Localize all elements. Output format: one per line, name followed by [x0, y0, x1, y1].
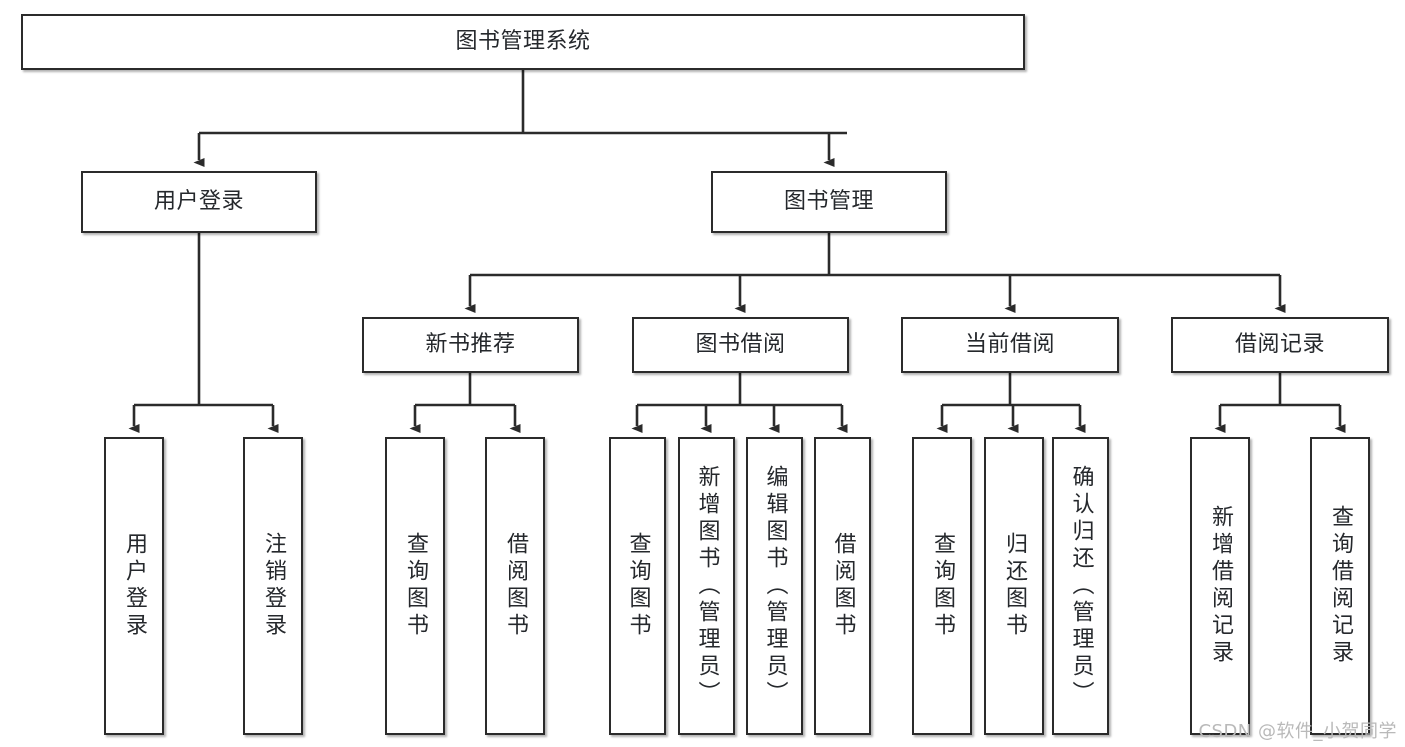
leaf-return-book-label: 归还图书	[1002, 532, 1027, 640]
node-book-borrow[interactable]: 图书借阅	[632, 317, 849, 373]
node-new-book-rec[interactable]: 新书推荐	[362, 317, 579, 373]
node-root-system[interactable]: 图书管理系统	[21, 14, 1025, 70]
leaf-edit-book-admin[interactable]: 编辑图书（管理员）	[746, 437, 803, 735]
node-current-borrow-label: 当前借阅	[964, 331, 1055, 357]
node-user-login-label: 用户登录	[153, 188, 244, 214]
leaf-add-borrow-record-label: 新增借阅记录	[1208, 505, 1233, 667]
leaf-edit-book-admin-label: 编辑图书（管理员）	[762, 464, 788, 708]
leaf-query-borrow-record-label: 查询借阅记录	[1328, 505, 1353, 667]
leaf-borrow-book-1[interactable]: 借阅图书	[485, 437, 545, 735]
node-borrow-record[interactable]: 借阅记录	[1171, 317, 1389, 373]
leaf-query-book-3[interactable]: 查询图书	[912, 437, 972, 735]
edge-book-manage-to-level3	[464, 233, 1286, 313]
leaf-query-book-2[interactable]: 查询图书	[609, 437, 666, 735]
node-borrow-record-label: 借阅记录	[1234, 331, 1325, 357]
leaf-borrow-book-1-label: 借阅图书	[503, 532, 528, 640]
leaf-add-book-admin[interactable]: 新增图书（管理员）	[678, 437, 735, 735]
edge-borrow-record-to-leaves	[1214, 373, 1346, 433]
leaf-user-logout[interactable]: 注销登录	[243, 437, 303, 735]
edge-user-login-to-leaves	[128, 233, 279, 433]
leaf-return-book[interactable]: 归还图书	[984, 437, 1044, 735]
leaf-query-book-3-label: 查询图书	[930, 532, 955, 640]
edge-new-book-rec-to-leaves	[409, 373, 521, 433]
node-book-manage[interactable]: 图书管理	[711, 171, 947, 233]
edge-current-borrow-to-leaves	[936, 373, 1086, 433]
node-book-manage-label: 图书管理	[783, 188, 874, 214]
leaf-confirm-return-admin-label: 确认归还（管理员）	[1068, 464, 1094, 708]
csdn-watermark: CSDN @软件_小贺同学	[1198, 721, 1397, 742]
leaf-user-logout-label: 注销登录	[261, 532, 286, 640]
node-current-borrow[interactable]: 当前借阅	[901, 317, 1119, 373]
leaf-query-borrow-record[interactable]: 查询借阅记录	[1310, 437, 1370, 735]
edge-root-to-level2	[193, 70, 847, 167]
node-user-login[interactable]: 用户登录	[81, 171, 317, 233]
leaf-query-book-1-label: 查询图书	[403, 532, 428, 640]
node-new-book-rec-label: 新书推荐	[425, 331, 516, 357]
leaf-add-borrow-record[interactable]: 新增借阅记录	[1190, 437, 1250, 735]
leaf-user-login[interactable]: 用户登录	[104, 437, 164, 735]
node-root-label: 图书管理系统	[455, 28, 591, 54]
leaf-add-book-admin-label: 新增图书（管理员）	[694, 464, 720, 708]
node-book-borrow-label: 图书借阅	[695, 331, 786, 357]
leaf-borrow-book-2-label: 借阅图书	[830, 532, 856, 640]
leaf-confirm-return-admin[interactable]: 确认归还（管理员）	[1052, 437, 1109, 735]
leaf-borrow-book-2[interactable]: 借阅图书	[814, 437, 871, 735]
leaf-query-book-1[interactable]: 查询图书	[385, 437, 445, 735]
leaf-query-book-2-label: 查询图书	[625, 532, 651, 640]
edge-book-borrow-to-leaves	[631, 373, 848, 433]
leaf-user-login-label: 用户登录	[122, 532, 147, 640]
